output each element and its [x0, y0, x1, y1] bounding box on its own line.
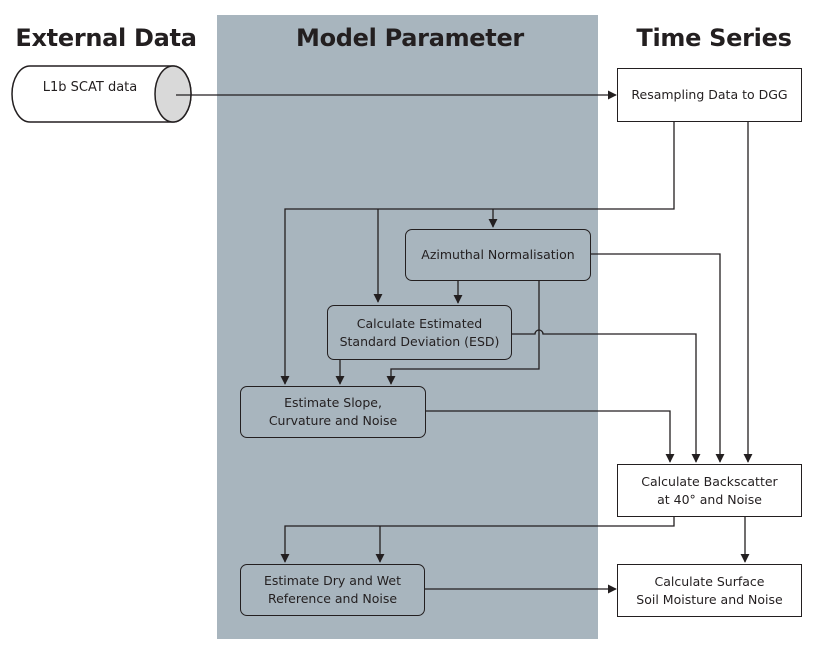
header-model-parameter: Model Parameter: [296, 24, 524, 52]
node-azimuthal-normalisation: Azimuthal Normalisation: [405, 229, 591, 281]
node-soil-moisture: Calculate Surface Soil Moisture and Nois…: [617, 564, 802, 617]
arrow-esd-to-backscatter: [512, 329, 701, 463]
arrow-slope-to-backscatter: [426, 410, 675, 463]
header-external-data: External Data: [15, 24, 197, 52]
header-time-series: Time Series: [636, 24, 792, 52]
node-slope-curvature: Estimate Slope, Curvature and Noise: [240, 386, 426, 438]
arrow-azimuthal-to-backscatter: [591, 253, 725, 463]
database-cylinder-icon: [11, 65, 192, 123]
arrow-to-slope-left: [280, 121, 675, 385]
node-dry-wet-reference: Estimate Dry and Wet Reference and Noise: [240, 564, 425, 616]
node-resampling: Resampling Data to DGG: [617, 68, 802, 122]
arrow-backscatter-to-drywet-left: [280, 516, 675, 563]
node-backscatter: Calculate Backscatter at 40° and Noise: [617, 464, 802, 517]
node-esd: Calculate Estimated Standard Deviation (…: [327, 305, 512, 360]
source-label: L1b SCAT data: [42, 80, 138, 95]
arrow-azimuthal-to-slope: [386, 280, 540, 385]
